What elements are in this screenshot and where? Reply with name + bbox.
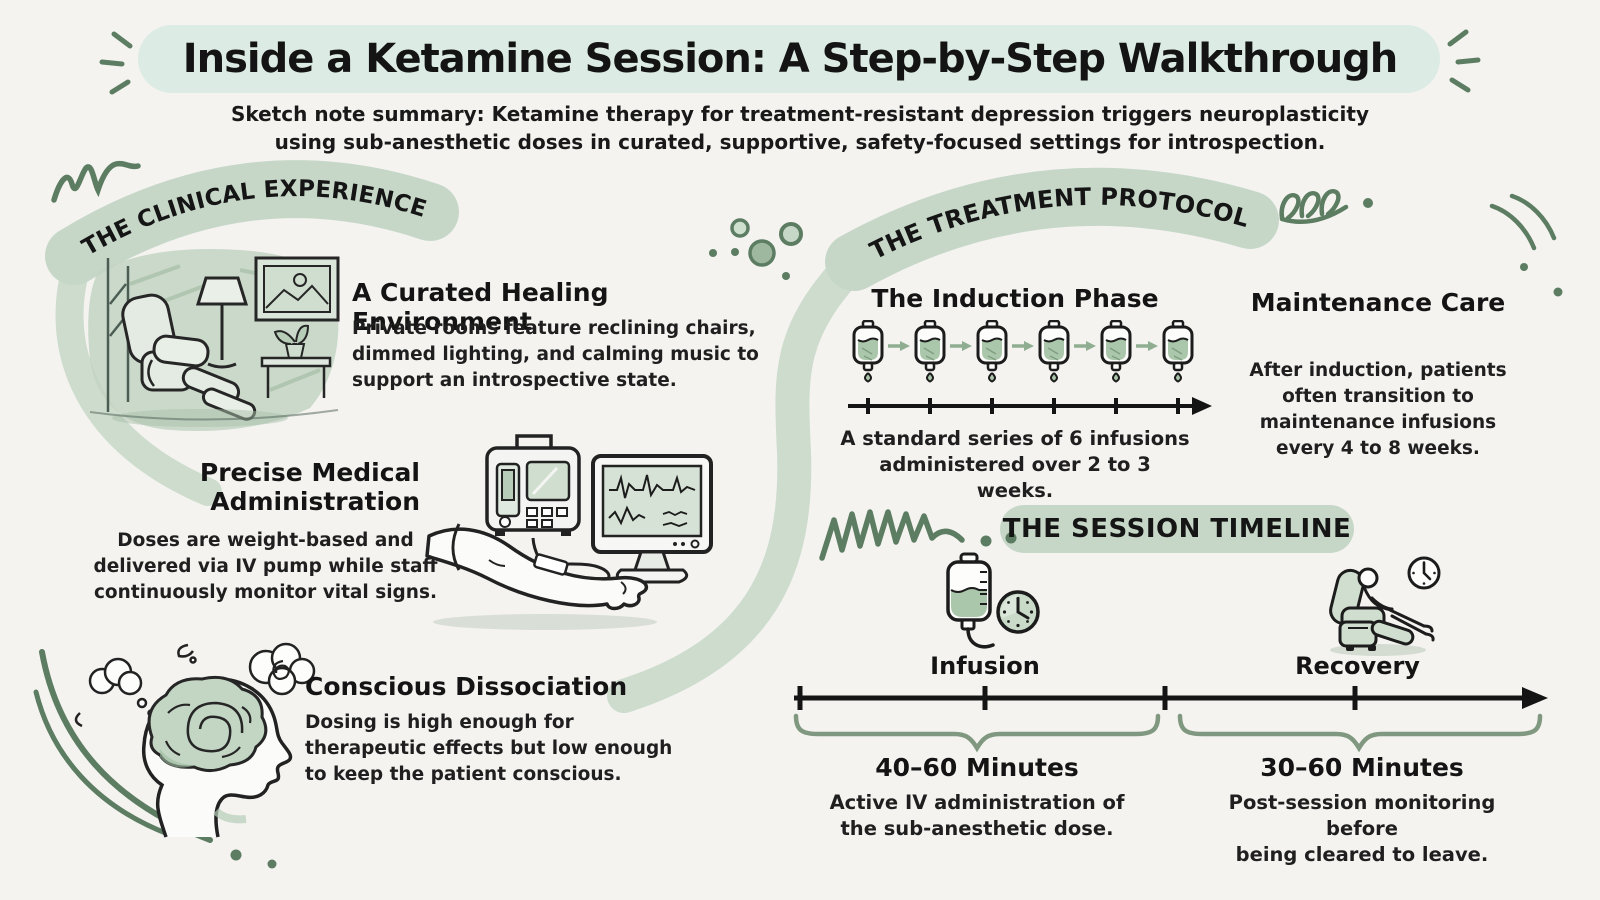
- cursive-loops-doodle: [1279, 189, 1349, 224]
- doodle-dot: [230, 849, 242, 861]
- infusion-desc-line1: Active IV administration of: [829, 791, 1125, 814]
- induction-title: The Induction Phase: [871, 284, 1159, 313]
- precise-title-line2: Administration: [210, 487, 420, 516]
- subtitle-line-1: Sketch note summary: Ketamine therapy fo…: [231, 102, 1369, 126]
- infusion-desc: Active IV administration of the sub-anes…: [812, 790, 1142, 842]
- iv-pump: [485, 434, 581, 536]
- timeline-arrowhead: [1522, 687, 1548, 709]
- doodle-dot: [267, 859, 277, 869]
- recovery-label: Recovery: [1295, 652, 1420, 680]
- brain-swirl: [147, 675, 268, 772]
- induction-timeline-axis: [848, 398, 1192, 414]
- precise-title-line1: Precise Medical: [199, 458, 420, 487]
- induction-caption-line1: A standard series of 6 infusions: [840, 427, 1190, 450]
- session-banner-label: THE SESSION TIMELINE: [1002, 514, 1352, 544]
- precise-body: Doses are weight-based and delivered via…: [93, 530, 438, 603]
- maintenance-body: After induction, patients often transiti…: [1249, 360, 1507, 459]
- bubble-doodles: [709, 218, 803, 280]
- page-title: Inside a Ketamine Session: A Step-by-Ste…: [182, 36, 1399, 82]
- recovery-desc-line1: Post-session monitoring before: [1228, 791, 1496, 840]
- session-timeline-axis: [793, 686, 1548, 753]
- induction-caption: A standard series of 6 infusions adminis…: [840, 426, 1190, 504]
- thought-bubbles: [74, 642, 316, 728]
- iv-pump-monitor-illustration: [425, 434, 713, 630]
- subtitle-line-2: using sub-anesthetic doses in curated, s…: [274, 130, 1326, 154]
- resting-person: [1357, 567, 1435, 642]
- scribble-doodle-top-left: [51, 160, 141, 203]
- title-sparkle-right: [1447, 29, 1481, 93]
- doodle-dot: [1005, 532, 1017, 544]
- wall-picture: [254, 256, 340, 322]
- infusion-duration: 40–60 Minutes: [875, 753, 1079, 782]
- infusion-iv-bag-icon: [946, 552, 1040, 649]
- timeline-arrowhead: [1192, 397, 1212, 415]
- s-curve-connector: [607, 241, 875, 713]
- induction-caption-line2: administered over 2 to 3 weeks.: [879, 453, 1151, 502]
- session-banner-shape: [1000, 505, 1354, 553]
- iv-tube: [966, 627, 995, 649]
- recovery-desc-line2: being cleared to leave.: [1235, 843, 1489, 866]
- patient-arm: [425, 523, 649, 611]
- induction-infusion-sequence: [848, 320, 1212, 415]
- infusion-desc-line2: the sub-anesthetic dose.: [840, 817, 1114, 840]
- doodle-dot: [1520, 263, 1528, 271]
- clock-icon: [1407, 556, 1441, 590]
- vitals-monitor: [591, 454, 713, 584]
- corner-arcs-doodle: [1489, 193, 1557, 251]
- maintenance-title: Maintenance Care: [1250, 288, 1506, 317]
- title-sparkle-left: [99, 31, 133, 95]
- timeline-braces: [793, 713, 1543, 753]
- clinical-swoosh: [55, 248, 222, 506]
- doodle-dot: [980, 535, 992, 547]
- recovery-desc: Post-session monitoring before being cle…: [1192, 790, 1532, 868]
- recliner-chair: [121, 293, 257, 421]
- page-subtitle: Sketch note summary: Ketamine therapy fo…: [200, 100, 1400, 156]
- dissociation-title: Conscious Dissociation: [305, 672, 628, 701]
- doodle-dot: [1363, 198, 1373, 208]
- head-brain-illustration: [74, 642, 316, 838]
- floor-lamp: [195, 276, 249, 369]
- doodle-dot: [1553, 287, 1563, 297]
- infusion-label: Infusion: [930, 652, 1040, 680]
- recliner-chair: [1329, 568, 1415, 651]
- dissociation-body: Dosing is high enough for therapeutic ef…: [305, 712, 673, 785]
- curated-body: Private rooms feature reclining chairs, …: [352, 318, 759, 391]
- clock-icon: [996, 590, 1040, 634]
- title-highlight: [138, 25, 1440, 93]
- side-table-plant: [260, 324, 332, 398]
- healing-room-illustration: [88, 248, 340, 432]
- recovery-recliner-icon: [1329, 556, 1441, 656]
- curated-title: A Curated Healing Environment: [352, 278, 609, 336]
- recovery-duration: 30–60 Minutes: [1260, 753, 1464, 782]
- precise-title: Precise Medical Administration: [120, 458, 420, 516]
- scribble-doodle-session: [819, 509, 965, 561]
